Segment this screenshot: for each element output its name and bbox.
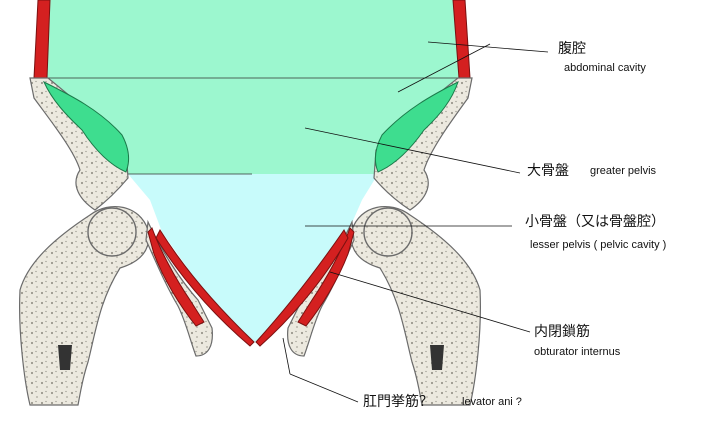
left-abdominal-wall-muscle xyxy=(33,0,51,79)
left-femoral-head xyxy=(87,207,137,257)
label-lesser-pelvis-en: lesser pelvis ( pelvic cavity ) xyxy=(530,239,667,251)
abdominal-cavity-region xyxy=(40,0,466,78)
left-femur-cavity xyxy=(58,345,72,370)
leader-obturator-internus xyxy=(329,271,531,333)
leader-levator-ani-1 xyxy=(282,337,291,375)
label-levator-ani-jp: 肛門挙筋？ xyxy=(363,394,433,410)
left-levator-ani-muscle xyxy=(155,228,255,347)
leader-levator-ani-2 xyxy=(289,373,359,403)
leader-abdominal-1 xyxy=(427,41,549,53)
left-iliacus-muscle xyxy=(42,80,130,173)
right-femur-cavity xyxy=(430,345,444,370)
label-abdominal-cavity-jp: 腹腔 xyxy=(558,41,586,57)
left-obturator-internus-muscle xyxy=(147,227,205,327)
right-levator-ani-muscle xyxy=(255,229,349,347)
right-femoral-head xyxy=(363,207,413,257)
label-abdominal-cavity-en: abdominal cavity xyxy=(564,62,646,74)
label-greater-pelvis-jp: 大骨盤 xyxy=(527,163,569,179)
greater-pelvis-region xyxy=(40,78,466,174)
leader-abdominal-2 xyxy=(397,43,491,93)
label-lesser-pelvis-jp: 小骨盤（又は骨盤腔） xyxy=(525,214,665,230)
right-iliacus-muscle xyxy=(374,81,459,173)
label-greater-pelvis-en: greater pelvis xyxy=(590,165,657,177)
label-levator-ani-en: levator ani ? xyxy=(462,396,522,408)
label-obturator-internus-jp: 内閉鎖筋 xyxy=(534,324,590,340)
lesser-pelvis-region xyxy=(128,174,378,343)
label-obturator-internus-en: obturator internus xyxy=(534,346,621,358)
leader-greater-pelvis xyxy=(304,127,521,174)
